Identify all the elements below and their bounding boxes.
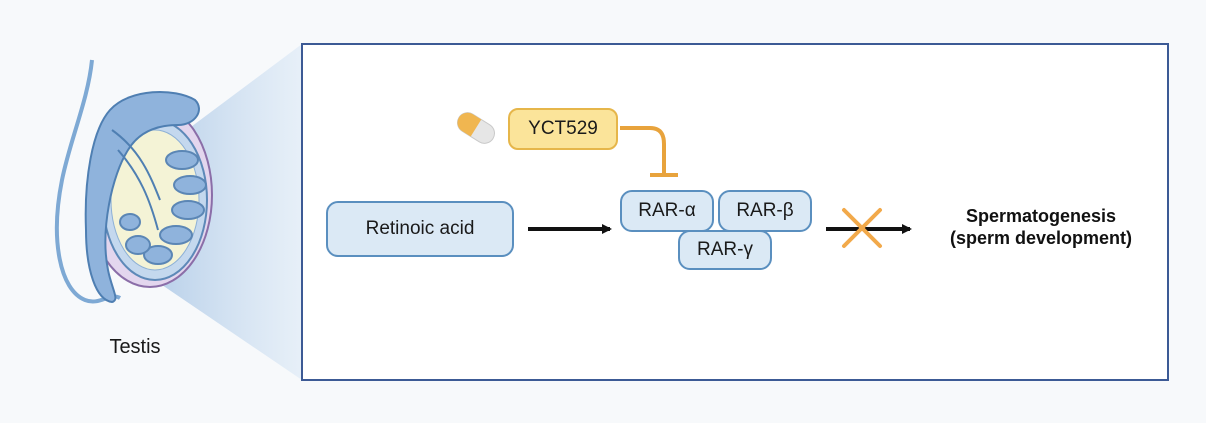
rar-beta-box: RAR-β [718, 190, 812, 232]
ycT529-box: YCT529 [508, 108, 618, 150]
rar-gamma-box: RAR-γ [678, 230, 772, 270]
inhibition-line [620, 126, 666, 174]
retinoic-acid-box: Retinoic acid [326, 201, 514, 257]
rar-gamma-label: RAR-γ [697, 239, 753, 260]
testis-illustration [55, 59, 213, 304]
rar-alpha-label: RAR-α [638, 200, 696, 221]
zoom-wedge [140, 44, 302, 380]
block-cross-icon [842, 208, 882, 248]
testis-label: Testis [109, 336, 161, 358]
drug-label: YCT529 [528, 118, 598, 139]
rar-alpha-box: RAR-α [620, 190, 714, 232]
rar-beta-label: RAR-β [736, 200, 794, 221]
outcome-line-2: (sperm development) [949, 228, 1133, 248]
outcome-line-1: Spermatogenesis [965, 206, 1117, 226]
pill-capsule-icon [457, 112, 495, 144]
retinoic-acid-label: Retinoic acid [365, 218, 475, 239]
outcome-label: Spermatogenesis (sperm development) [916, 205, 1166, 249]
